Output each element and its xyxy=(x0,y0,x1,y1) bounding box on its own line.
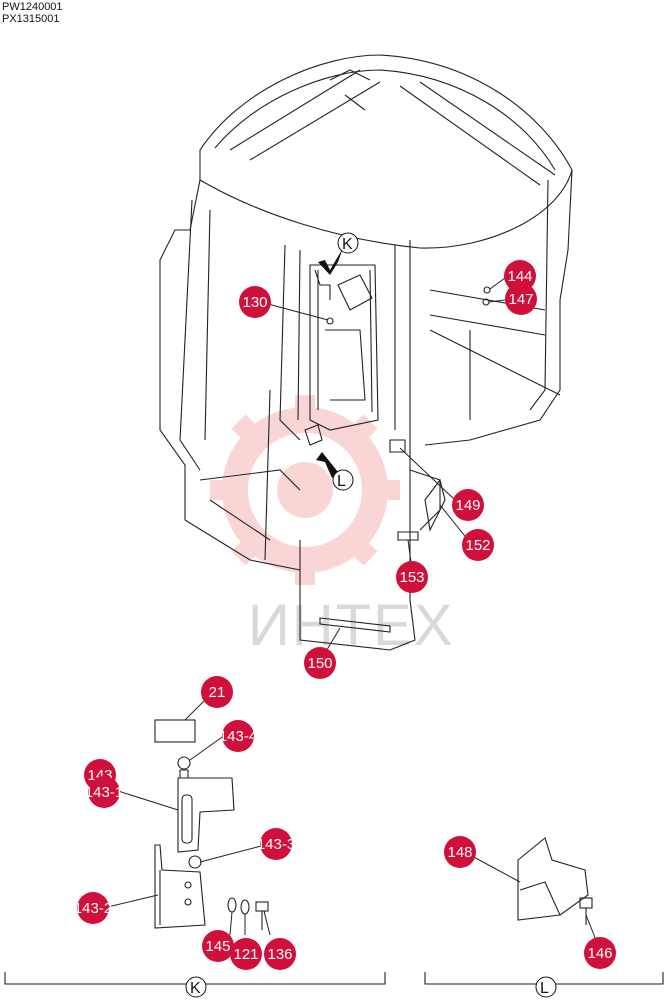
callout-146: 146 xyxy=(584,937,616,969)
callout-bubble xyxy=(77,892,109,924)
svg-text:L: L xyxy=(337,473,346,490)
callout-bubble xyxy=(202,930,234,962)
callout-label: 21 xyxy=(209,684,226,701)
callout-label: 121 xyxy=(233,946,258,963)
callout-label: 148 xyxy=(447,844,472,861)
callout-121: 121 xyxy=(230,938,262,970)
callout-label: 153 xyxy=(399,569,424,586)
view-brackets xyxy=(4,972,664,985)
callout-bubble xyxy=(239,286,271,318)
callout-label: 143-4 xyxy=(219,728,257,745)
callout-bubble xyxy=(264,938,296,970)
callout-bubble xyxy=(222,720,254,752)
drawing-code-1: PW1240001 xyxy=(2,1,63,13)
view-arrow-k: K xyxy=(318,232,359,275)
callout-label: 143-3 xyxy=(257,836,295,853)
callout-label: 150 xyxy=(307,655,332,672)
callout-149: 149 xyxy=(452,489,484,521)
watermark-text: ИНТЕХ xyxy=(248,593,454,658)
detail-l-parts xyxy=(517,837,593,925)
callout-layer: 14414713014915215315021143-4143143-1143-… xyxy=(74,260,616,970)
callout-144: 144 xyxy=(504,260,536,292)
watermark-logo xyxy=(210,395,400,585)
view-arrow-l: L xyxy=(316,452,354,491)
callout-143-3: 143-3 xyxy=(257,828,295,860)
callout-bubble xyxy=(452,489,484,521)
callout-label: 136 xyxy=(267,946,292,963)
view-label-l-bottom: L xyxy=(535,976,557,998)
callout-150: 150 xyxy=(304,647,336,679)
callout-bubble xyxy=(88,776,120,808)
callout-label: 149 xyxy=(455,497,480,514)
callout-bubble xyxy=(505,283,537,315)
callout-label: 130 xyxy=(242,294,267,311)
callout-143-4: 143-4 xyxy=(219,720,257,752)
svg-text:L: L xyxy=(540,980,549,997)
callout-bubble xyxy=(201,676,233,708)
callout-148: 148 xyxy=(444,836,476,868)
callout-bubble xyxy=(584,937,616,969)
callout-153: 153 xyxy=(396,561,428,593)
callout-label: 152 xyxy=(465,537,490,554)
view-label-k-bottom: K xyxy=(185,976,207,998)
callout-label: 143-1 xyxy=(85,784,123,801)
callout-21: 21 xyxy=(201,676,233,708)
callout-bubble xyxy=(504,260,536,292)
svg-text:K: K xyxy=(342,236,353,253)
callout-130: 130 xyxy=(239,286,271,318)
callout-143-1: 143-1 xyxy=(85,776,123,808)
callout-label: 144 xyxy=(507,268,532,285)
callout-label: 143-2 xyxy=(74,900,112,917)
callout-label: 147 xyxy=(508,291,533,308)
callout-bubble xyxy=(396,561,428,593)
cab-frame xyxy=(159,54,573,651)
callout-bubble xyxy=(462,529,494,561)
callout-143-2: 143-2 xyxy=(74,892,112,924)
svg-text:K: K xyxy=(190,980,201,997)
drawing-code-2: PX1315001 xyxy=(2,13,60,25)
callout-bubble xyxy=(444,836,476,868)
callout-label: 146 xyxy=(587,945,612,962)
callout-bubble xyxy=(230,938,262,970)
callout-152: 152 xyxy=(462,529,494,561)
callout-bubble xyxy=(260,828,292,860)
callout-136: 136 xyxy=(264,938,296,970)
detail-k-parts xyxy=(154,719,269,930)
callout-label: 145 xyxy=(205,938,230,955)
callout-bubble xyxy=(304,647,336,679)
callout-147: 147 xyxy=(505,283,537,315)
callout-145: 145 xyxy=(202,930,234,962)
